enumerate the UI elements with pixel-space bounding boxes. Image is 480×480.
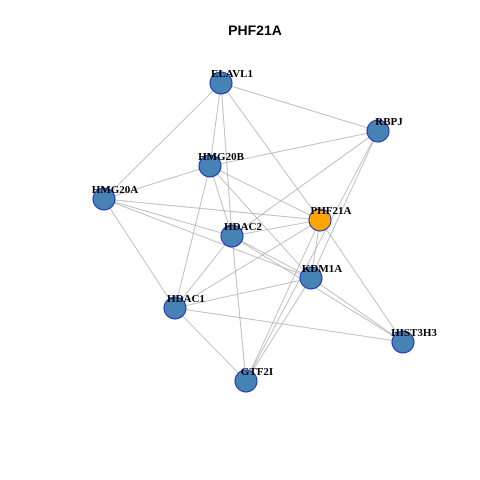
edge-hdac2-hist3h3 xyxy=(231,235,404,343)
edge-hmg20a-hdac1 xyxy=(103,198,176,309)
node-rbpj[interactable] xyxy=(366,119,390,143)
edge-hdac1-gtf2i xyxy=(174,307,247,382)
edge-kdm1a-hist3h3 xyxy=(310,277,404,343)
edge-hmg20a-phf21a xyxy=(103,198,321,221)
edge-hmg20b-hdac1 xyxy=(174,165,211,309)
node-label-phf21a: PHF21A xyxy=(311,205,352,217)
edge-elavl1-hmg20b xyxy=(209,82,222,167)
node-label-elavl1: ELAVL1 xyxy=(211,68,253,80)
node-hdac2[interactable] xyxy=(220,224,244,248)
edge-hmg20b-phf21a xyxy=(209,165,321,221)
node-hdac1[interactable] xyxy=(163,296,187,320)
edge-rbpj-hdac2 xyxy=(231,130,379,237)
edge-phf21a-hdac2 xyxy=(231,219,321,237)
node-hist3h3[interactable] xyxy=(391,330,415,354)
edge-elavl1-phf21a xyxy=(220,82,321,221)
edge-hmg20b-kdm1a xyxy=(209,165,312,279)
edge-elavl1-hmg20a xyxy=(103,82,222,200)
edge-hmg20a-hdac2 xyxy=(103,198,233,237)
edge-phf21a-gtf2i xyxy=(245,219,321,382)
chart-title: PHF21A xyxy=(228,22,282,38)
edge-hmg20b-hmg20a xyxy=(103,165,211,200)
node-label-hmg20a: HMG20A xyxy=(92,184,138,196)
node-elavl1[interactable] xyxy=(209,71,233,95)
node-gtf2i[interactable] xyxy=(234,369,258,393)
edge-hdac2-kdm1a xyxy=(231,235,312,279)
edge-hmg20b-hdac2 xyxy=(209,165,233,237)
node-hmg20a[interactable] xyxy=(92,187,116,211)
edges-layer xyxy=(103,82,404,382)
edge-kdm1a-gtf2i xyxy=(245,277,312,382)
node-label-hdac2: HDAC2 xyxy=(224,221,262,233)
edge-hdac2-hdac1 xyxy=(174,235,233,309)
edge-hmg20a-kdm1a xyxy=(103,198,312,279)
node-kdm1a[interactable] xyxy=(299,266,323,290)
node-label-hmg20b: HMG20B xyxy=(198,151,244,163)
edge-kdm1a-hdac1 xyxy=(174,277,312,309)
nodes-layer xyxy=(92,71,415,393)
node-label-gtf2i: GTF2I xyxy=(241,366,273,378)
edge-hdac1-hist3h3 xyxy=(174,307,404,343)
node-label-kdm1a: KDM1A xyxy=(302,263,342,275)
edge-hdac2-gtf2i xyxy=(231,235,247,382)
node-label-rbpj: RBPJ xyxy=(375,116,403,128)
edge-phf21a-hdac1 xyxy=(174,219,321,309)
edge-rbpj-kdm1a xyxy=(310,130,379,279)
node-label-hist3h3: HIST3H3 xyxy=(391,327,437,339)
node-label-hdac1: HDAC1 xyxy=(167,293,205,305)
edge-elavl1-rbpj xyxy=(220,82,379,132)
edge-phf21a-hist3h3 xyxy=(319,219,404,343)
edge-rbpj-hmg20b xyxy=(209,130,379,167)
node-phf21a[interactable] xyxy=(308,208,332,232)
edge-rbpj-gtf2i xyxy=(245,130,379,382)
edge-elavl1-hdac2 xyxy=(220,82,233,237)
node-hmg20b[interactable] xyxy=(198,154,222,178)
